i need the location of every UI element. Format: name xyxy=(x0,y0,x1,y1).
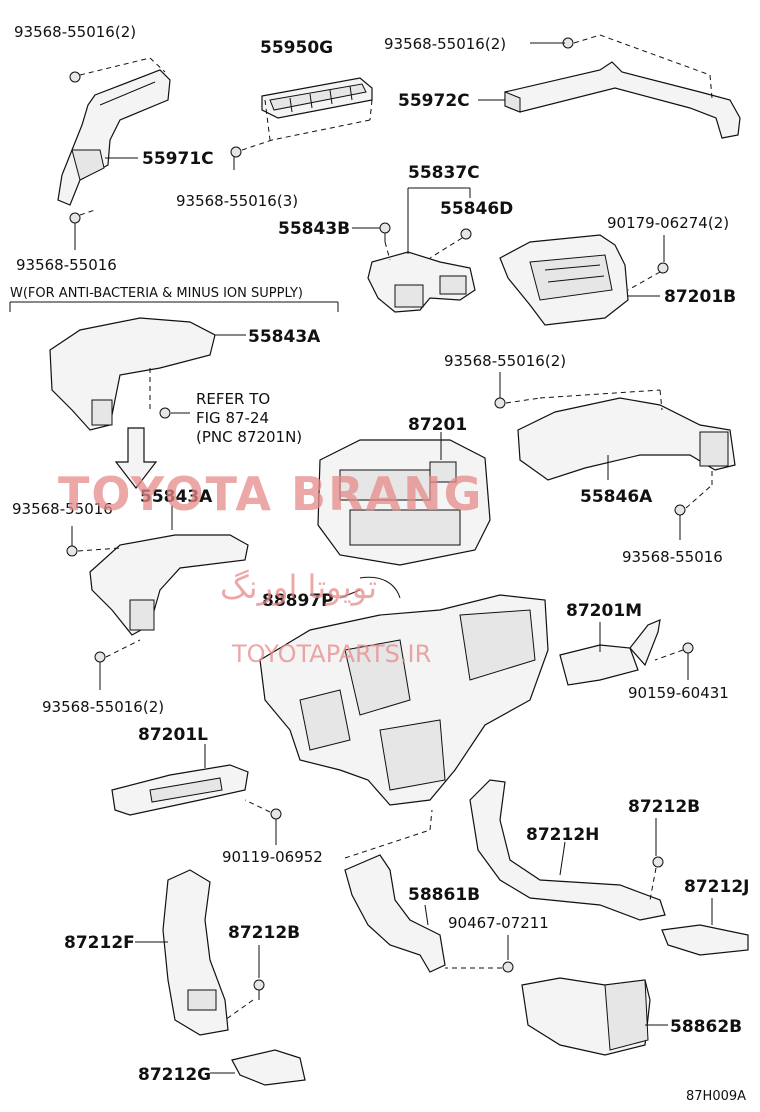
duct-87201L xyxy=(111,764,249,816)
ref-line-3: (PNC 87201N) xyxy=(196,428,302,446)
label-87212G: 87212G xyxy=(138,1065,211,1085)
label-87201B: 87201B xyxy=(664,287,736,307)
clip-87212B-left xyxy=(253,979,265,1000)
screw-90179 xyxy=(657,262,669,274)
label-87212J: 87212J xyxy=(684,877,749,897)
label-93568-55016-3: 93568-55016(3) xyxy=(176,192,298,210)
watermark-site: TOYOTAPARTS.IR xyxy=(231,640,431,668)
label-93568-55016-left-2: 93568-55016 xyxy=(12,500,113,518)
duct-55837C xyxy=(367,251,476,313)
figure-code: 87H009A xyxy=(686,1089,746,1104)
clip-55846D xyxy=(460,228,472,240)
label-90467-07211: 90467-07211 xyxy=(448,914,549,932)
duct-87212J xyxy=(661,924,749,956)
fasteners xyxy=(66,37,686,663)
label-93568-55016-left-1: 93568-55016 xyxy=(16,256,117,274)
label-93568-55016-2-top-right: 93568-55016(2) xyxy=(384,35,506,53)
label-55843A-top: 55843A xyxy=(248,327,321,347)
label-87212H: 87212H xyxy=(526,825,599,845)
duct-87212F xyxy=(162,869,229,1036)
heater-unit-87201 xyxy=(317,439,491,566)
duct-58861B xyxy=(344,854,446,973)
label-93568-55016-2-top-left: 93568-55016(2) xyxy=(14,23,136,41)
label-55846A: 55846A xyxy=(580,487,653,507)
watermark: TOYOTA BRANG تویوتا اورنگ TOYOTAPARTS.IR xyxy=(58,467,483,668)
watermark-brand: TOYOTA BRANG xyxy=(58,467,483,521)
label-93568-55016-2-mid-right: 93568-55016(2) xyxy=(444,352,566,370)
label-87201M: 87201M xyxy=(566,601,642,621)
clip-87212B-right xyxy=(652,856,664,868)
vent-87201B xyxy=(499,234,629,326)
label-55846D: 55846D xyxy=(440,199,513,219)
duct-55843A-mid xyxy=(89,534,249,636)
watermark-persian: تویوتا اورنگ xyxy=(220,568,377,606)
label-90179-06274-2: 90179-06274(2) xyxy=(607,214,729,232)
label-87212F: 87212F xyxy=(64,933,135,953)
label-87212B-right: 87212B xyxy=(628,797,700,817)
label-87201L: 87201L xyxy=(138,725,208,745)
ref-line-2: FIG 87-24 xyxy=(196,409,269,427)
label-88897P: 88897P xyxy=(262,591,334,611)
grille-55950G xyxy=(261,77,373,119)
screw-55843B xyxy=(379,222,391,242)
servo-87201M xyxy=(559,619,661,686)
screw-90159 xyxy=(682,642,694,654)
label-55843A-mid: 55843A xyxy=(140,487,213,507)
duct-55971C xyxy=(57,69,171,206)
label-55843B: 55843B xyxy=(278,219,350,239)
label-90119-06952: 90119-06952 xyxy=(222,848,323,866)
part-labels: 93568-55016(2) 55950G 93568-55016(2) 559… xyxy=(10,23,749,1104)
label-55972C: 55972C xyxy=(398,91,470,111)
variant-note-bracket xyxy=(9,301,339,312)
duct-87212G xyxy=(231,1049,306,1086)
label-90159-60431: 90159-60431 xyxy=(628,684,729,702)
down-arrow-icon xyxy=(114,427,158,489)
hvac-assembly xyxy=(259,576,549,806)
label-58861B: 58861B xyxy=(408,885,480,905)
label-87201: 87201 xyxy=(408,415,467,435)
label-87212B-left: 87212B xyxy=(228,923,300,943)
duct-55846A xyxy=(517,397,736,481)
label-93568-55016-right: 93568-55016 xyxy=(622,548,723,566)
leader-lines xyxy=(71,34,713,1074)
label-55837C: 55837C xyxy=(408,163,480,183)
duct-55972C xyxy=(504,61,741,139)
label-55950G: 55950G xyxy=(260,38,333,58)
label-55971C: 55971C xyxy=(142,149,214,169)
ref-line-1: REFER TO xyxy=(196,390,270,408)
duct-58862B xyxy=(521,977,651,1056)
label-58862B: 58862B xyxy=(670,1017,742,1037)
duct-87212H xyxy=(469,779,666,921)
screw-90119 xyxy=(270,808,282,820)
variant-note: W(FOR ANTI-BACTERIA & MINUS ION SUPPLY) xyxy=(10,286,303,301)
label-93568-55016-2-bottom-left: 93568-55016(2) xyxy=(42,698,164,716)
duct-55843A-top xyxy=(49,317,216,431)
screw-90467 xyxy=(502,961,514,973)
